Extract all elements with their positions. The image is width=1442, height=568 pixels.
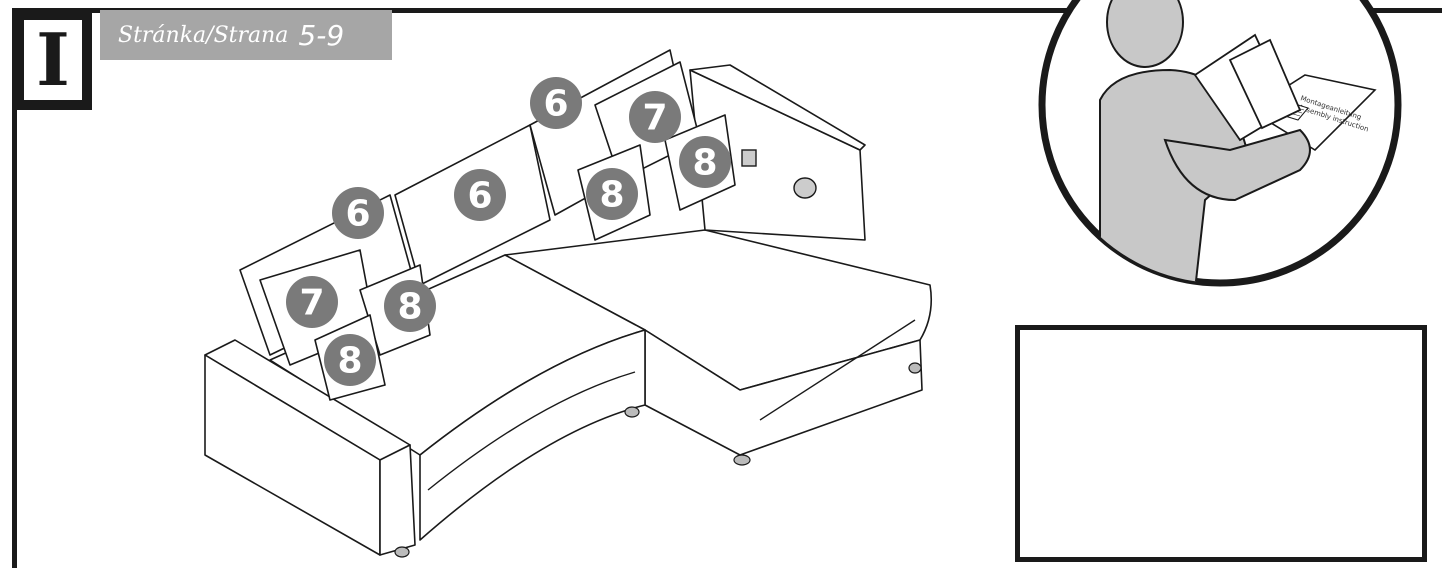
part-badge-6-a: 6 bbox=[530, 77, 582, 129]
step-letter: I bbox=[36, 17, 70, 102]
part-badge-label: 6 bbox=[345, 194, 370, 235]
page-reference-range: 5-9 bbox=[298, 18, 345, 52]
part-badge-6-c: 6 bbox=[332, 187, 384, 239]
usb-port bbox=[741, 149, 757, 167]
part-badge-8-b: 8 bbox=[586, 168, 638, 220]
part-badge-8-c: 8 bbox=[384, 280, 436, 332]
part-badge-label: 6 bbox=[467, 176, 492, 217]
part-badge-7-b: 7 bbox=[286, 276, 338, 328]
notes-box bbox=[1015, 325, 1427, 562]
part-badge-7-a: 7 bbox=[629, 91, 681, 143]
step-marker: I bbox=[14, 10, 92, 110]
part-badge-6-b: 6 bbox=[454, 169, 506, 221]
page-reference-label: Stránka/Strana bbox=[118, 22, 289, 48]
sofa-main-front bbox=[419, 329, 646, 541]
part-badge-label: 7 bbox=[642, 98, 667, 139]
sofa-left-arm-side bbox=[379, 444, 416, 556]
cup-holder bbox=[793, 177, 817, 199]
page-frame bbox=[12, 8, 1442, 568]
step-marker-inner: I bbox=[24, 20, 82, 100]
part-badge-label: 8 bbox=[397, 287, 422, 328]
person-reading-instructions-icon: Montageanleitung Assembly instruction bbox=[1038, 0, 1402, 287]
part-badge-8-d: 8 bbox=[324, 334, 376, 386]
part-badge-label: 8 bbox=[599, 175, 624, 216]
sofa-chaise-back-top bbox=[689, 64, 866, 151]
part-badge-label: 8 bbox=[337, 341, 362, 382]
part-badge-8-a: 8 bbox=[679, 136, 731, 188]
part-badge-label: 8 bbox=[692, 143, 717, 184]
part-badge-label: 7 bbox=[299, 283, 324, 324]
page-reference-bar: Stránka/Strana 5-9 bbox=[100, 10, 392, 60]
part-badge-label: 6 bbox=[543, 84, 568, 125]
